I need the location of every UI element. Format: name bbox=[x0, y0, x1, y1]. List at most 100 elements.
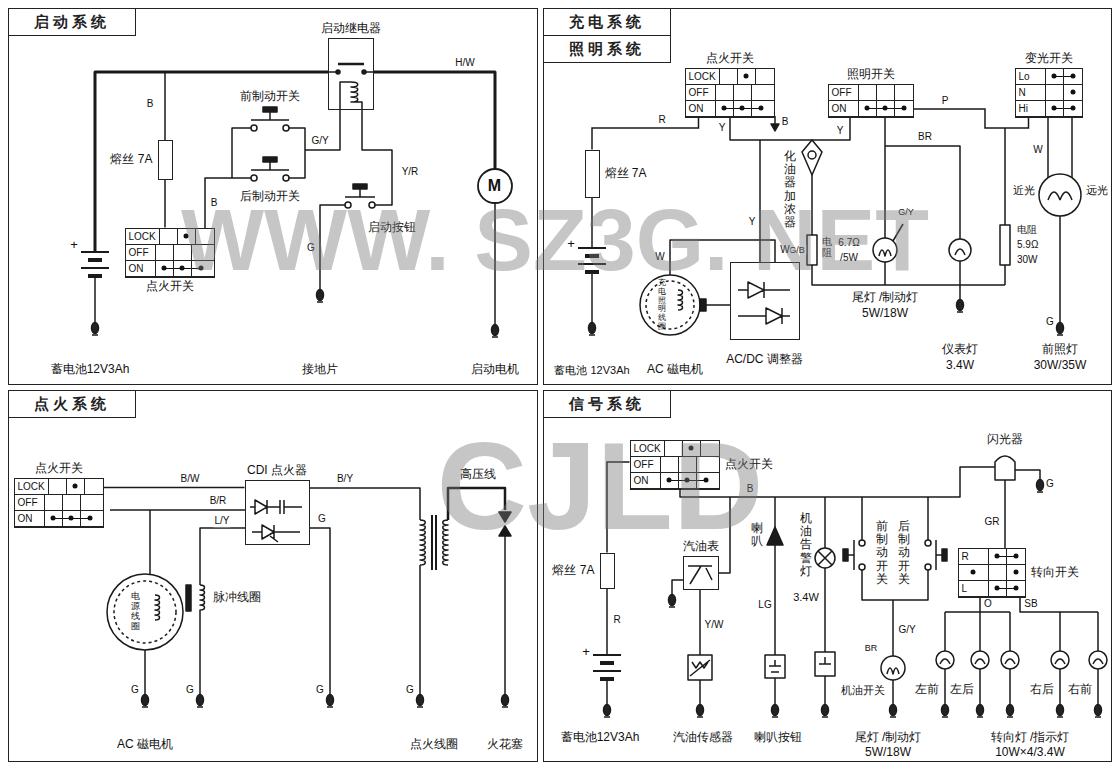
part-label: 30W/35W bbox=[1033, 359, 1088, 373]
signal-system-wiring bbox=[690, 660, 710, 676]
signal-system-wiring bbox=[815, 548, 835, 568]
signal-system-wiring bbox=[669, 590, 676, 607]
part-label: 点火线圈 bbox=[409, 738, 459, 752]
switch-cell: ON bbox=[15, 511, 45, 526]
wire-code: G/Y bbox=[310, 135, 329, 147]
signal-system-wiring bbox=[859, 540, 865, 546]
signal-system-wiring bbox=[971, 651, 989, 669]
wire-code: G bbox=[317, 513, 327, 525]
signal-system-wiring bbox=[824, 676, 826, 700]
switch-row: Hi bbox=[1016, 101, 1082, 117]
contact-dot bbox=[1070, 90, 1075, 95]
start-system-wiring bbox=[305, 110, 340, 150]
switch-table: LoNHi变光开关 bbox=[1015, 68, 1083, 118]
signal-system-wiring bbox=[606, 589, 608, 655]
signal-system-wiring bbox=[600, 663, 614, 679]
charging-lighting-wiring bbox=[646, 281, 694, 329]
start-system-wiring bbox=[317, 285, 324, 302]
fuse-symbol: 熔丝 7A bbox=[585, 150, 600, 198]
signal-system-wiring bbox=[1005, 659, 1015, 700]
switch-cell bbox=[156, 261, 174, 276]
contact-dot bbox=[162, 266, 167, 271]
switch-row: OFF bbox=[15, 495, 103, 511]
switch-row: LOCK bbox=[15, 479, 103, 495]
wire-code: G bbox=[1045, 478, 1055, 490]
switch-cell bbox=[1046, 69, 1064, 84]
part-label: 汽油传感器 bbox=[672, 731, 734, 745]
part-label: 5W/18W bbox=[864, 746, 912, 760]
switch-position: OFF bbox=[129, 245, 149, 260]
contact-dot bbox=[995, 554, 1000, 559]
part-label: 右后 bbox=[1029, 683, 1055, 697]
signal-system-wiring bbox=[815, 652, 835, 676]
part-heading: 熔丝 7A bbox=[552, 564, 594, 578]
ignition-system-wiring bbox=[504, 536, 506, 690]
wire-code: G/Y bbox=[897, 624, 916, 636]
switch-position: L bbox=[962, 581, 968, 596]
part-label: 5W/18W bbox=[861, 307, 909, 321]
wire-code: G bbox=[185, 684, 195, 696]
wire-code: BR bbox=[864, 643, 879, 653]
part-heading: AC/DC 调整器 bbox=[726, 353, 803, 367]
ignition-system-wiring bbox=[502, 690, 509, 707]
part-label: 10W×4/3.4W bbox=[994, 746, 1066, 760]
part-label: 火花塞 bbox=[486, 738, 524, 752]
vertical-label: 电源线圈 bbox=[131, 592, 140, 632]
part-label: 蓄电池12V3Ah bbox=[560, 731, 641, 745]
part-label: + bbox=[581, 645, 591, 660]
wire-code: O bbox=[983, 598, 993, 610]
switch-position: OFF bbox=[689, 85, 709, 100]
switch-row: ON bbox=[686, 101, 774, 117]
part-label: + bbox=[69, 238, 79, 253]
switch-table: LOCKOFFON点火开关 bbox=[685, 68, 775, 118]
signal-system-wiring bbox=[774, 497, 776, 527]
signal-system-wiring bbox=[824, 568, 826, 652]
start-system-wiring bbox=[232, 128, 251, 178]
contact-dot bbox=[901, 106, 906, 111]
switch-position: ON bbox=[689, 101, 704, 116]
switch-cell: OFF bbox=[15, 495, 45, 510]
part-heading: 启动继电器 bbox=[321, 22, 381, 36]
contact-dot bbox=[1013, 554, 1018, 559]
part-label: 启动电机 bbox=[470, 363, 520, 377]
switch-cell bbox=[1046, 101, 1064, 116]
switch-position: Lo bbox=[1019, 69, 1030, 84]
switch-cell bbox=[716, 101, 734, 116]
wire-code: R bbox=[612, 614, 621, 626]
relay-box: 启动继电器 bbox=[328, 38, 374, 110]
contact-dot bbox=[51, 516, 56, 521]
ignition-system-wiring bbox=[419, 565, 421, 690]
wire-code: Y bbox=[718, 122, 727, 134]
switch-cell bbox=[859, 85, 877, 100]
switch-cell bbox=[49, 479, 67, 494]
wire-code: B bbox=[146, 98, 155, 110]
wire-code: B/R bbox=[209, 495, 228, 507]
start-system-wiring bbox=[289, 128, 305, 178]
signal-system-wiring bbox=[774, 545, 776, 655]
part-heading: 照明开关 bbox=[847, 68, 895, 82]
start-system-wiring bbox=[283, 175, 289, 181]
contact-dot bbox=[722, 106, 727, 111]
switch-cell bbox=[67, 479, 85, 494]
signal-system-wiring bbox=[881, 656, 905, 680]
charging-lighting-wiring bbox=[1059, 216, 1061, 318]
switch-cell: Hi bbox=[1016, 101, 1046, 116]
signal-system-wiring bbox=[892, 600, 894, 656]
switch-position: ON bbox=[832, 101, 847, 116]
signal-system-wiring bbox=[862, 570, 928, 600]
wire-code: G bbox=[315, 684, 325, 696]
ignition-system-wiring bbox=[197, 690, 204, 707]
charging-lighting-wiring bbox=[589, 318, 596, 335]
wire-code: 30W bbox=[1016, 254, 1039, 266]
ignition-system-wiring bbox=[432, 515, 436, 570]
wire-code: 电阻 bbox=[1016, 224, 1038, 236]
switch-row: OFF bbox=[829, 85, 913, 101]
switch-cell bbox=[81, 495, 99, 510]
panel-title: 信号系统 bbox=[544, 391, 671, 418]
signal-system-wiring bbox=[1055, 659, 1065, 700]
switch-table: LOCKOFFON点火开关 bbox=[14, 478, 104, 528]
start-system-wiring bbox=[336, 70, 340, 74]
part-label: 尾灯 /制动灯 bbox=[854, 731, 923, 745]
switch-cell bbox=[734, 85, 752, 100]
start-system-wiring bbox=[88, 260, 102, 276]
